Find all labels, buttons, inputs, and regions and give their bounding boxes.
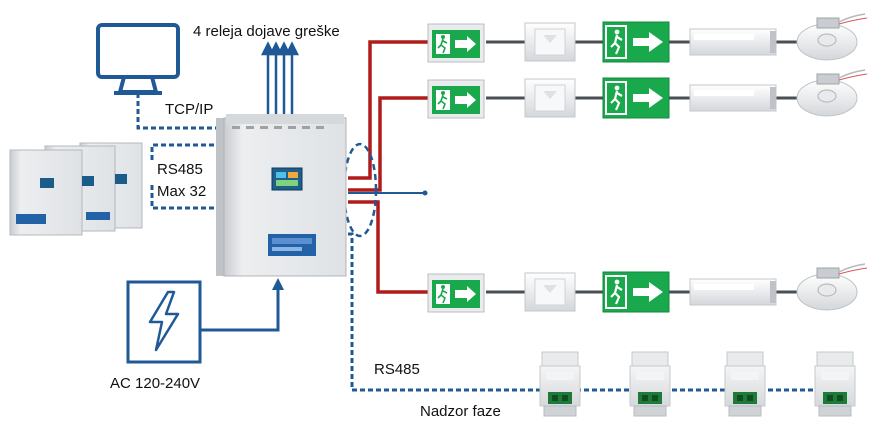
linear-luminaire-icon: [689, 278, 777, 306]
exit-sign-icon: [427, 273, 485, 313]
phase-monitor-modules: [539, 351, 856, 417]
ceiling-luminaire-icon: [524, 272, 576, 312]
controller-display: [271, 167, 303, 191]
label-relays: 4 releja dojave greške: [193, 23, 340, 40]
exit-sign-icon: [427, 79, 485, 119]
downlight-icon: [796, 69, 868, 117]
emergency-circuit-3: [427, 263, 868, 314]
ceiling-luminaire-icon: [524, 22, 576, 62]
downlight-icon: [796, 13, 868, 61]
red-circuits: [348, 40, 430, 294]
phase-monitor-module: [539, 351, 581, 417]
main-controller-cabinet: [216, 114, 347, 277]
monitor-icon: [96, 23, 180, 95]
ceiling-luminaire-icon: [524, 78, 576, 118]
label-ac-input: AC 120-240V: [110, 375, 201, 392]
ac-power-link: [200, 285, 280, 332]
label-rs485-bottom: RS485: [374, 361, 420, 378]
rs485-phase-bus: [348, 232, 842, 392]
label-rs485-left: RS485: [157, 161, 203, 178]
slave-cabinets: [9, 142, 143, 236]
controller-brand-plate: [268, 234, 316, 256]
emergency-circuit-2: [427, 69, 868, 120]
label-tcpip: TCP/IP: [165, 101, 214, 118]
emergency-circuit-1: [427, 13, 868, 64]
exit-sign-icon: [601, 76, 671, 120]
relay-arrows: [260, 41, 300, 118]
linear-luminaire-icon: [689, 28, 777, 56]
exit-sign-icon: [601, 270, 671, 314]
exit-sign-icon: [427, 23, 485, 63]
linear-luminaire-icon: [689, 84, 777, 112]
power-source: [126, 280, 202, 364]
phase-monitor-module: [629, 351, 671, 417]
rs485-slave-link: [150, 143, 222, 160]
downlight-icon: [796, 263, 868, 311]
label-max32: Max 32: [157, 183, 207, 200]
exit-sign-icon: [601, 20, 671, 64]
phase-monitor-module: [724, 351, 766, 417]
phase-monitor-module: [814, 351, 856, 417]
label-phase-monitor: Nadzor faze: [420, 403, 501, 420]
lightning-icon: [148, 290, 180, 352]
